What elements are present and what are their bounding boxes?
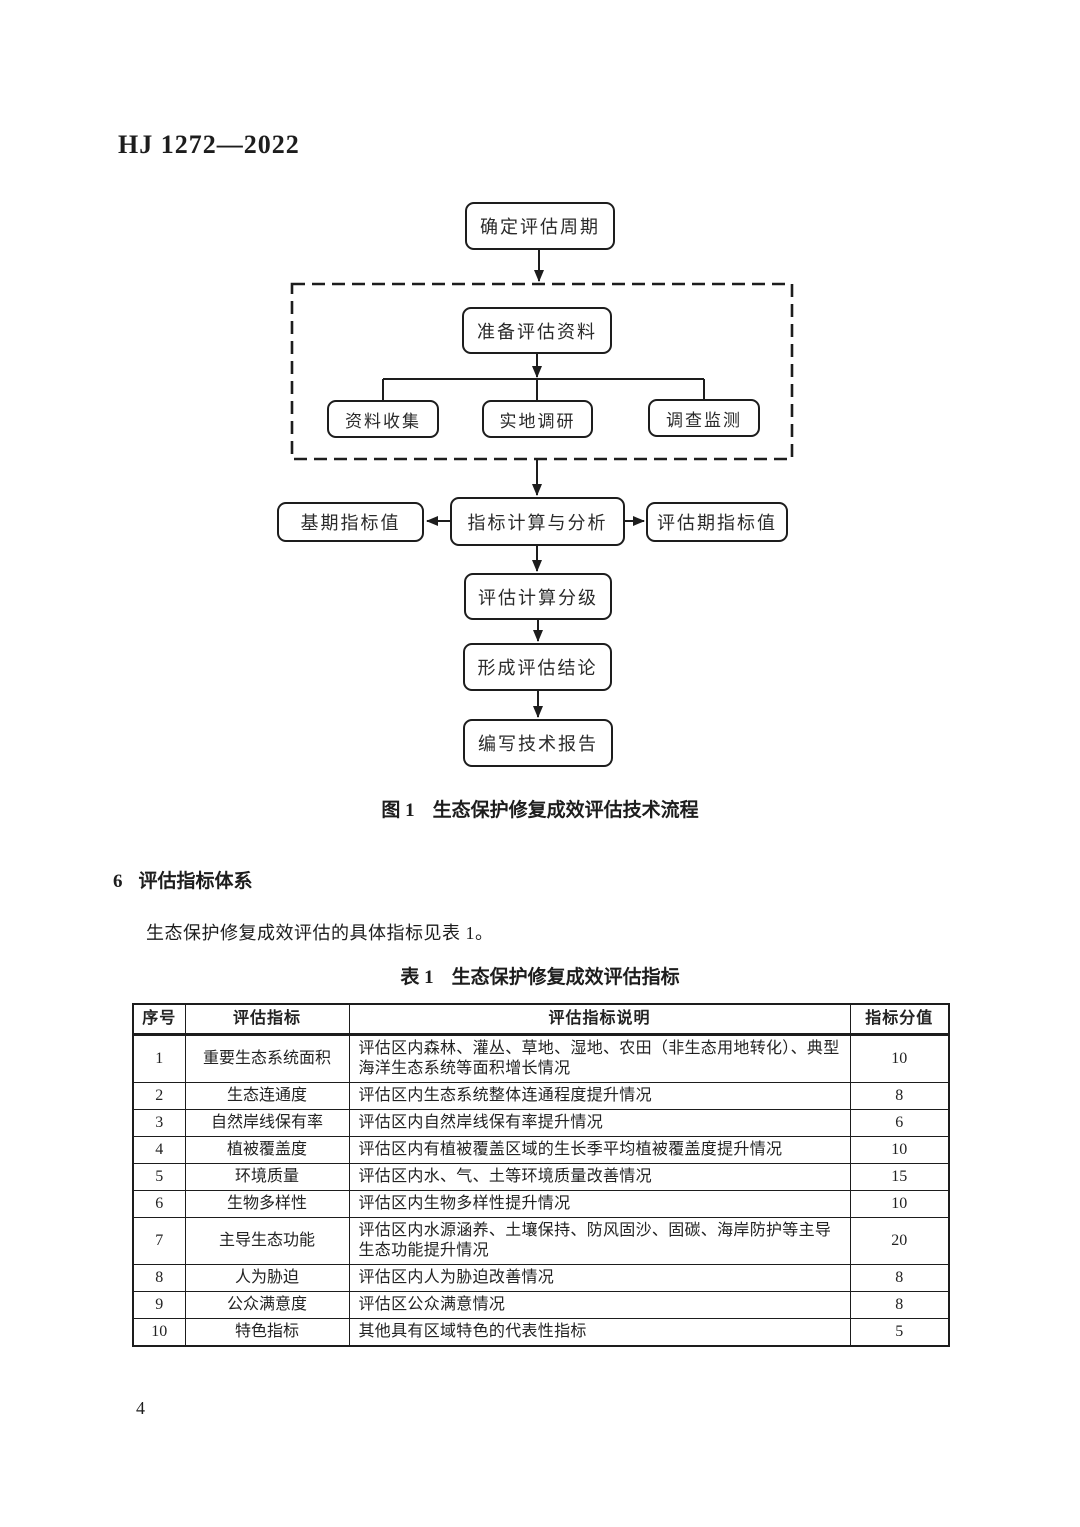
cell-score: 20 xyxy=(849,1216,950,1265)
cell-indicator: 生态连通度 xyxy=(184,1081,350,1110)
table-row: 3 自然岸线保有率 评估区内自然岸线保有率提升情况 6 xyxy=(132,1108,950,1137)
cell-indicator: 生物多样性 xyxy=(184,1189,350,1218)
section-heading: 6 评估指标体系 xyxy=(113,866,253,893)
cell-score: 15 xyxy=(849,1162,950,1191)
cell-no: 10 xyxy=(132,1317,186,1346)
figure-caption: 图 1 生态保护修复成效评估技术流程 xyxy=(0,795,1080,822)
flow-box-calc-analysis: 指标计算与分析 xyxy=(450,497,625,546)
cell-description: 评估区内生物多样性提升情况 xyxy=(348,1189,851,1218)
cell-score: 10 xyxy=(849,1033,950,1083)
col-header-no: 序号 xyxy=(132,1003,186,1036)
indicator-table: 序号 评估指标 评估指标说明 指标分值 1 重要生态系统面积 评估区内森林、灌丛… xyxy=(132,1003,950,1347)
col-header-score: 指标分值 xyxy=(849,1003,950,1036)
cell-indicator: 重要生态系统面积 xyxy=(184,1033,350,1083)
flow-box-form-conclusion: 形成评估结论 xyxy=(463,643,612,691)
cell-no: 7 xyxy=(132,1216,186,1265)
figure-caption-title: 生态保护修复成效评估技术流程 xyxy=(432,800,699,821)
table-row: 8 人为胁迫 评估区内人为胁迫改善情况 8 xyxy=(132,1263,950,1292)
table-row: 5 环境质量 评估区内水、气、土等环境质量改善情况 15 xyxy=(132,1162,950,1191)
cell-no: 2 xyxy=(132,1081,186,1110)
table-caption-title: 生态保护修复成效评估指标 xyxy=(451,967,680,988)
table-row: 1 重要生态系统面积 评估区内森林、灌丛、草地、湿地、农田（非生态用地转化）、典… xyxy=(132,1033,950,1083)
col-header-description: 评估指标说明 xyxy=(348,1003,851,1036)
cell-description: 评估区内人为胁迫改善情况 xyxy=(348,1263,851,1292)
cell-description: 评估区内有植被覆盖区域的生长季平均植被覆盖度提升情况 xyxy=(348,1135,851,1164)
table-row: 7 主导生态功能 评估区内水源涵养、土壤保持、防风固沙、固碳、海岸防护等主导生态… xyxy=(132,1216,950,1265)
cell-no: 9 xyxy=(132,1290,186,1319)
cell-description: 评估区内水、气、土等环境质量改善情况 xyxy=(348,1162,851,1191)
cell-description: 其他具有区域特色的代表性指标 xyxy=(348,1317,851,1346)
cell-indicator: 植被覆盖度 xyxy=(184,1135,350,1164)
cell-indicator: 主导生态功能 xyxy=(184,1216,350,1265)
cell-score: 8 xyxy=(849,1290,950,1319)
cell-description: 评估区内水源涵养、土壤保持、防风固沙、固碳、海岸防护等主导生态功能提升情况 xyxy=(348,1216,851,1265)
figure-caption-label: 图 1 xyxy=(381,800,415,821)
table-row: 6 生物多样性 评估区内生物多样性提升情况 10 xyxy=(132,1189,950,1218)
cell-no: 8 xyxy=(132,1263,186,1292)
cell-indicator: 人为胁迫 xyxy=(184,1263,350,1292)
cell-indicator: 环境质量 xyxy=(184,1162,350,1191)
cell-score: 6 xyxy=(849,1108,950,1137)
cell-description: 评估区公众满意情况 xyxy=(348,1290,851,1319)
page-number: 4 xyxy=(136,1398,145,1418)
flow-box-write-report: 编写技术报告 xyxy=(463,719,613,767)
flow-box-prepare-materials: 准备评估资料 xyxy=(462,307,612,354)
cell-description: 评估区内森林、灌丛、草地、湿地、农田（非生态用地转化）、典型海洋生态系统等面积增… xyxy=(348,1033,851,1083)
cell-indicator: 公众满意度 xyxy=(184,1290,350,1319)
cell-indicator: 自然岸线保有率 xyxy=(184,1108,350,1137)
section-number: 6 xyxy=(113,871,123,892)
cell-score: 10 xyxy=(849,1189,950,1218)
flow-box-field-research: 实地调研 xyxy=(482,400,593,438)
section-title: 评估指标体系 xyxy=(138,871,253,892)
flow-box-assessment-value: 评估期指标值 xyxy=(646,502,788,542)
body-paragraph: 生态保护修复成效评估的具体指标见表 1。 xyxy=(146,923,494,943)
flow-box-survey-monitoring: 调查监测 xyxy=(648,399,760,437)
table-row: 10 特色指标 其他具有区域特色的代表性指标 5 xyxy=(132,1317,950,1346)
cell-description: 评估区内生态系统整体连通程度提升情况 xyxy=(348,1081,851,1110)
flow-box-baseline-value: 基期指标值 xyxy=(277,502,424,542)
cell-score: 5 xyxy=(849,1317,950,1346)
cell-score: 8 xyxy=(849,1081,950,1110)
flow-box-determine-cycle: 确定评估周期 xyxy=(465,202,615,250)
cell-no: 5 xyxy=(132,1162,186,1191)
flow-box-data-collection: 资料收集 xyxy=(327,400,439,438)
cell-no: 1 xyxy=(132,1033,186,1083)
table-row: 4 植被覆盖度 评估区内有植被覆盖区域的生长季平均植被覆盖度提升情况 10 xyxy=(132,1135,950,1164)
table-caption-label: 表 1 xyxy=(400,967,434,988)
col-header-indicator: 评估指标 xyxy=(184,1003,350,1036)
table-header-row: 序号 评估指标 评估指标说明 指标分值 xyxy=(132,1003,950,1036)
flow-box-calc-grading: 评估计算分级 xyxy=(464,573,612,620)
table-row: 9 公众满意度 评估区公众满意情况 8 xyxy=(132,1290,950,1319)
cell-indicator: 特色指标 xyxy=(184,1317,350,1346)
standard-number: HJ 1272—2022 xyxy=(118,130,300,159)
table-row: 2 生态连通度 评估区内生态系统整体连通程度提升情况 8 xyxy=(132,1081,950,1110)
cell-score: 8 xyxy=(849,1263,950,1292)
cell-no: 4 xyxy=(132,1135,186,1164)
cell-score: 10 xyxy=(849,1135,950,1164)
cell-description: 评估区内自然岸线保有率提升情况 xyxy=(348,1108,851,1137)
cell-no: 6 xyxy=(132,1189,186,1218)
cell-no: 3 xyxy=(132,1108,186,1137)
table-caption: 表 1 生态保护修复成效评估指标 xyxy=(0,962,1080,989)
